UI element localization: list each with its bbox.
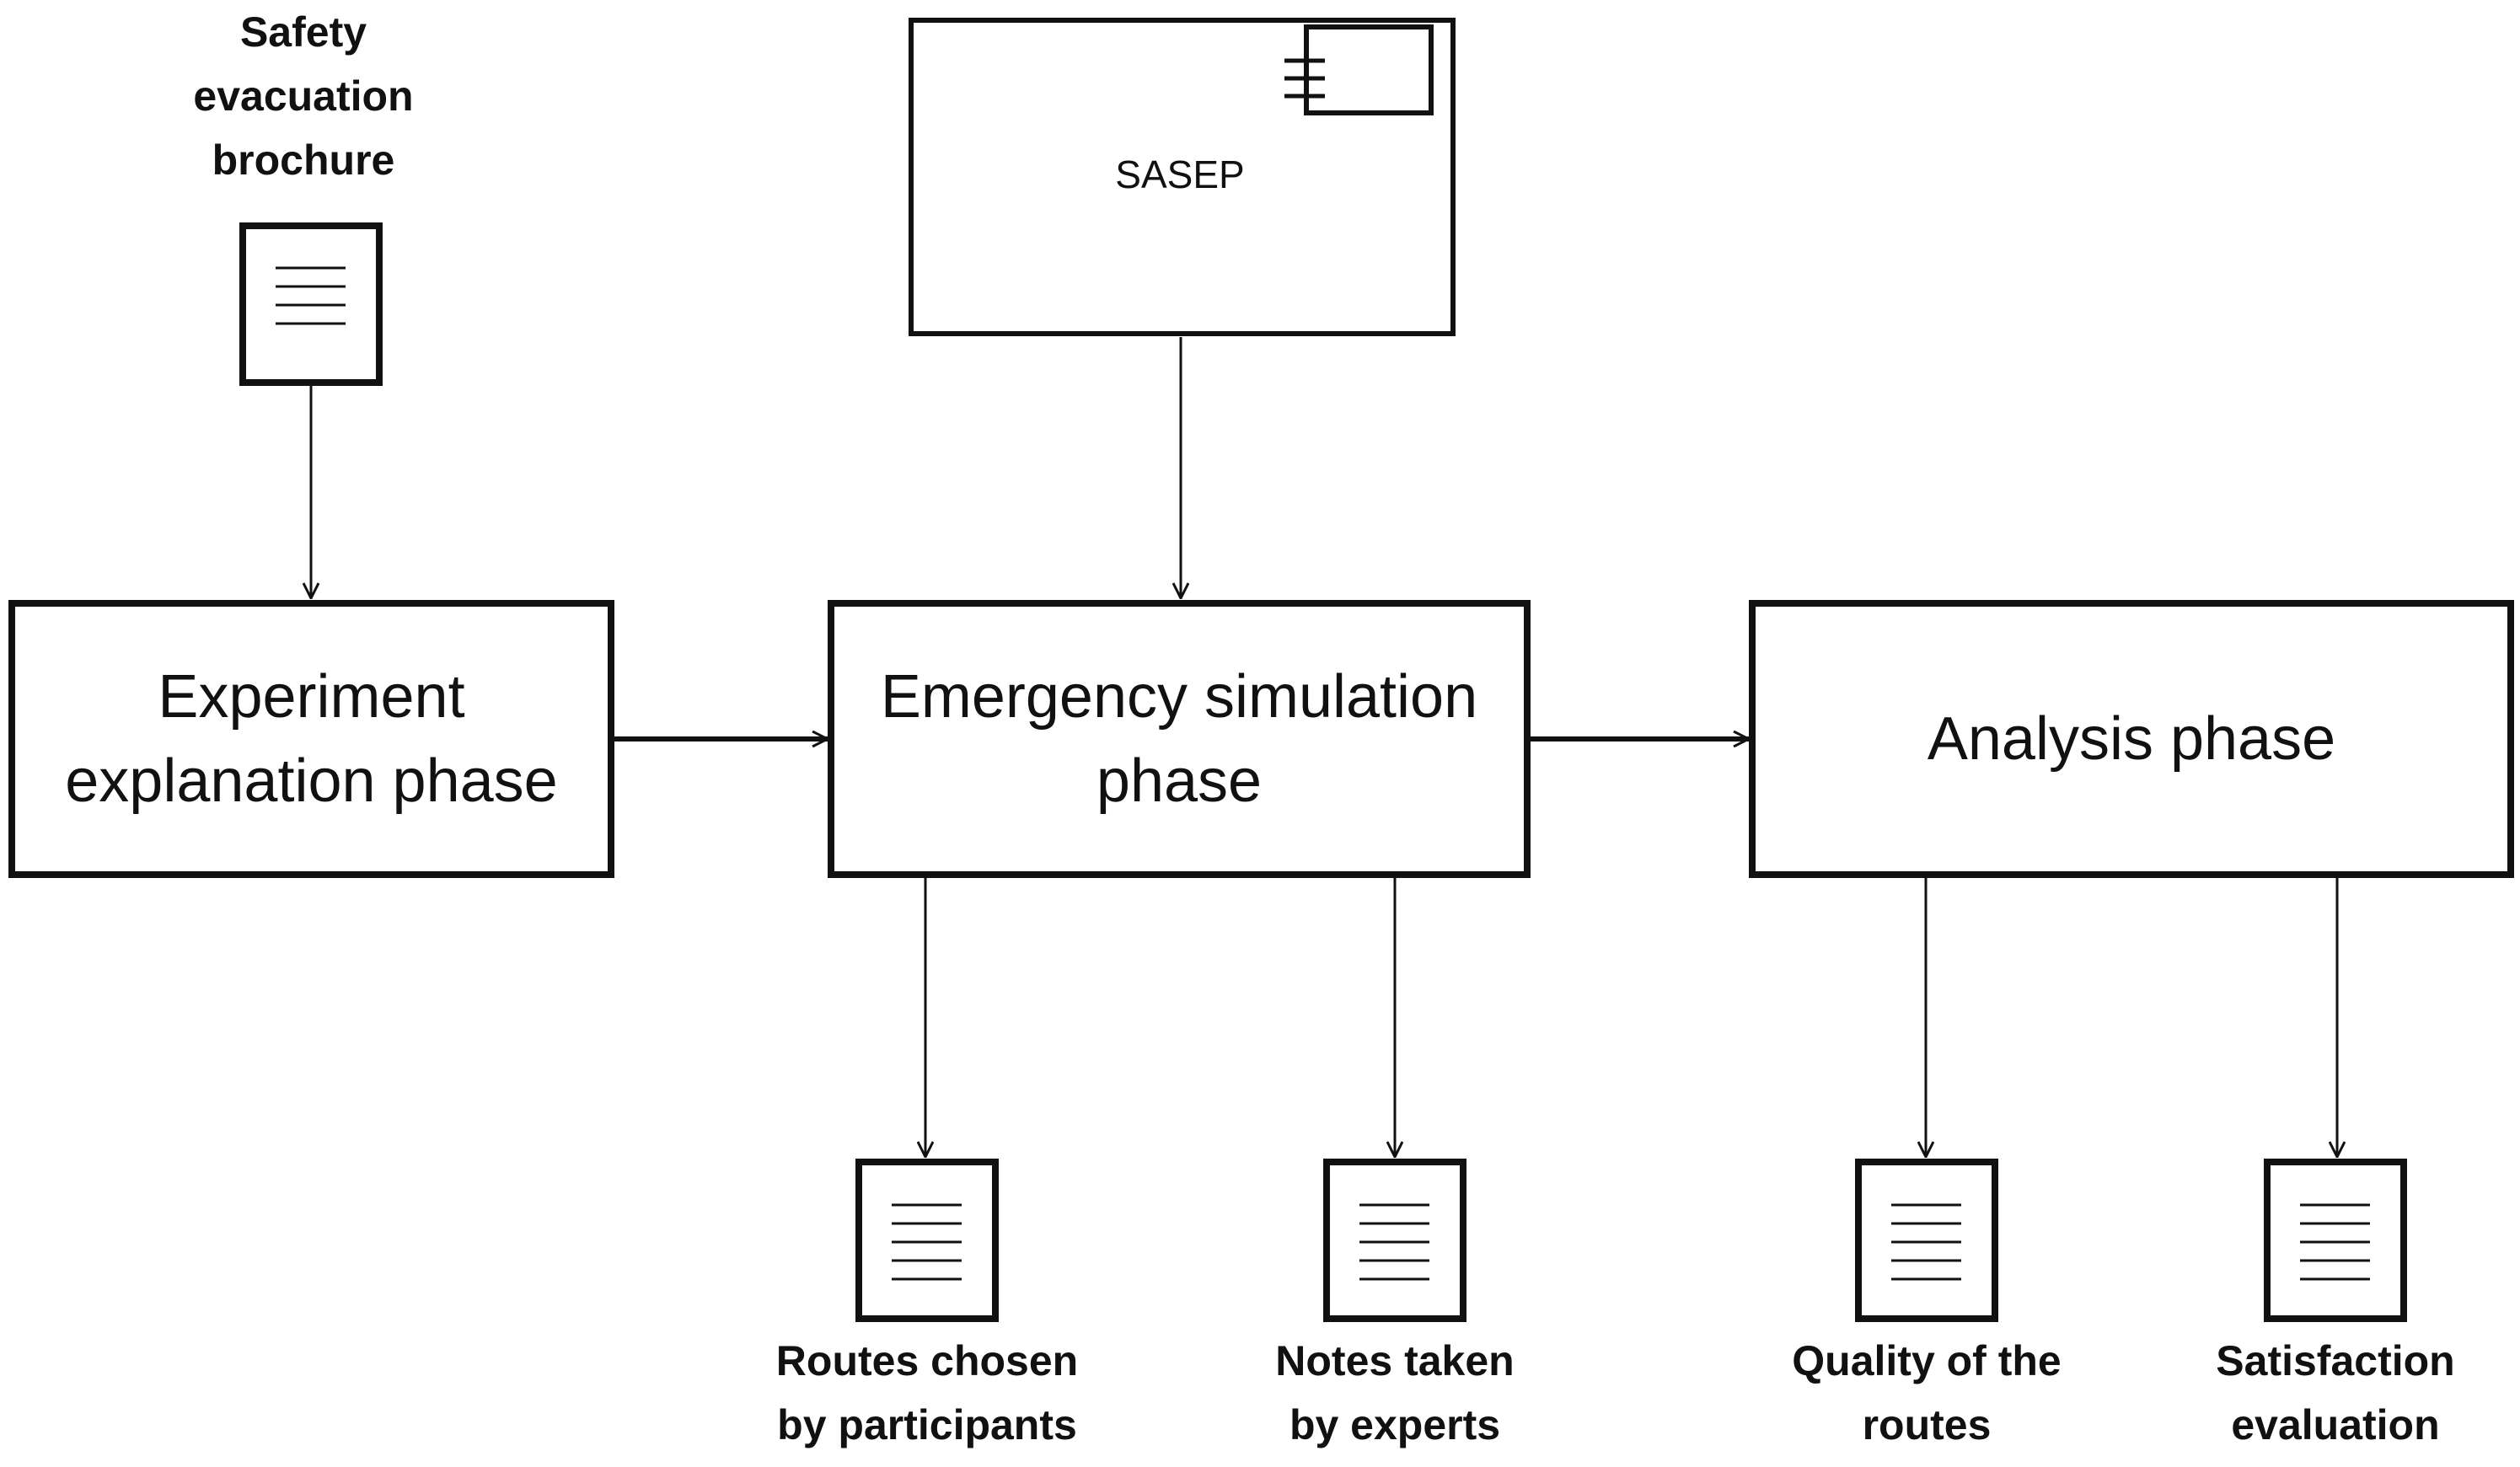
sasep-component-box: [909, 18, 1456, 336]
brochure-document-icon: [239, 222, 383, 386]
output-label-line: Quality of the: [1792, 1337, 2062, 1384]
phase-label-analysis: Analysis phase: [1752, 697, 2511, 781]
output-label-routes: Routes chosen by participants: [742, 1329, 1113, 1457]
output-label-line: routes: [1862, 1401, 1992, 1448]
phase-box-analysis: [1749, 600, 2514, 878]
phase-label-line: Experiment: [158, 663, 465, 731]
output-label-line: by experts: [1289, 1401, 1501, 1448]
sasep-label: SASEP: [1115, 153, 1245, 196]
output-label-satisfaction: Satisfaction evaluation: [2150, 1329, 2520, 1457]
output-label-line: by participants: [777, 1401, 1077, 1448]
brochure-label: Safety evacuation brochure: [118, 0, 489, 192]
phase-label-emergency-simulation: Emergency simulation phase: [831, 655, 1527, 823]
notes-document-icon: [1323, 1159, 1466, 1322]
output-label-quality: Quality of the routes: [1741, 1329, 2112, 1457]
routes-document-icon: [855, 1159, 999, 1322]
output-label-line: Routes chosen: [775, 1337, 1079, 1384]
component-icon: [1284, 24, 1434, 115]
satisfaction-document-icon: [2264, 1159, 2407, 1322]
phase-label-line: phase: [1096, 747, 1263, 815]
brochure-label-line: Safety: [239, 8, 367, 56]
brochure-label-line: evacuation: [193, 72, 414, 120]
phase-label-line: Emergency simulation: [880, 663, 1478, 731]
output-label-line: Notes taken: [1275, 1337, 1515, 1384]
phase-label-line: explanation phase: [65, 747, 558, 815]
quality-document-icon: [1855, 1159, 1998, 1322]
phase-box-emergency-simulation: [828, 600, 1531, 878]
phase-label-line: Analysis phase: [1927, 705, 2336, 773]
phase-box-experiment-explanation: [8, 600, 614, 878]
brochure-label-line: brochure: [212, 137, 395, 184]
output-label-line: evaluation: [2231, 1401, 2440, 1448]
output-label-line: Satisfaction: [2216, 1337, 2455, 1384]
phase-label-experiment-explanation: Experiment explanation phase: [12, 655, 611, 823]
output-label-notes: Notes taken by experts: [1209, 1329, 1580, 1457]
